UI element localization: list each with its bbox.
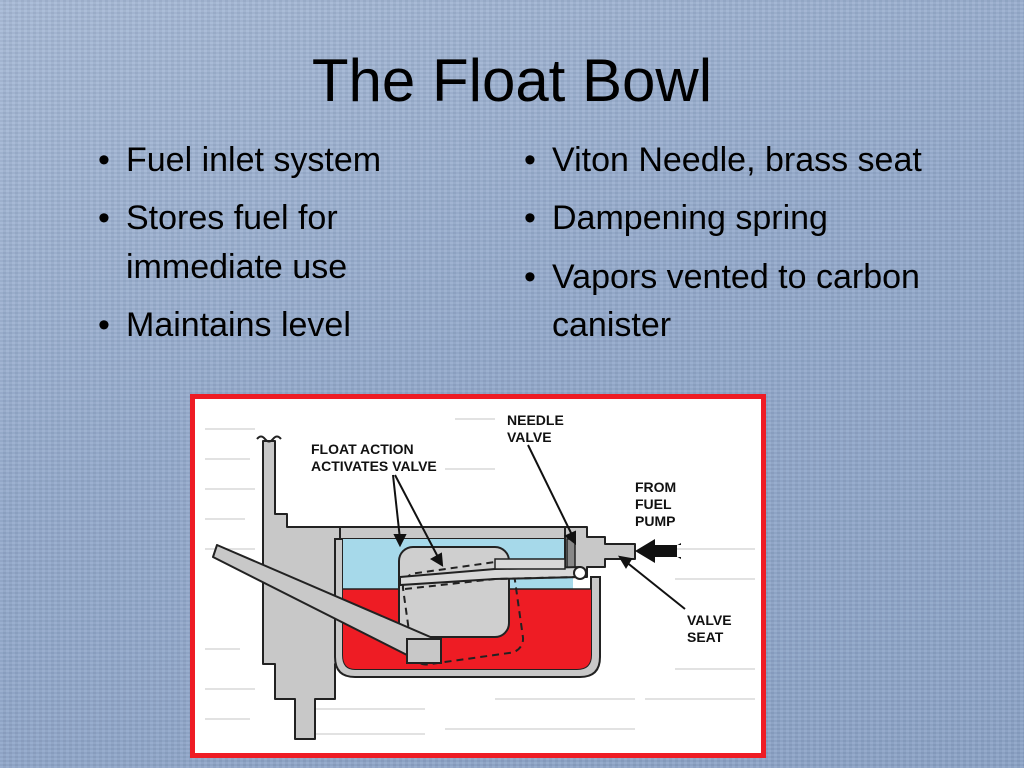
float xyxy=(398,546,510,638)
left-bullet-list: Fuel inlet system Stores fuel for immedi… xyxy=(88,136,478,359)
bullet-item: Viton Needle, brass seat xyxy=(514,136,934,185)
background-texture xyxy=(205,418,755,735)
leader-lines xyxy=(392,444,686,610)
bullet-item: Maintains level xyxy=(88,301,478,350)
bullet-item: Fuel inlet system xyxy=(88,136,478,185)
right-bullet-list: Viton Needle, brass seat Dampening sprin… xyxy=(514,136,934,359)
slide-title: The Float Bowl xyxy=(311,47,713,114)
vent-wave-mark xyxy=(256,435,282,443)
label-needle-valve: NEEDLE VALVE xyxy=(507,412,568,445)
float-arm-alternate xyxy=(404,576,576,590)
float-bowl-diagram-frame: FLOAT ACTION ACTIVATES VALVE NEEDLE VALV… xyxy=(190,394,766,758)
fuel-flow-arrow-icon xyxy=(635,539,677,563)
bullet-item: Vapors vented to carbon canister xyxy=(514,253,934,350)
label-valve-seat: VALVE SEAT xyxy=(687,612,736,645)
inlet-fitting xyxy=(564,526,636,578)
label-from-fuel-pump: FROM FUEL PUMP xyxy=(635,479,680,529)
float-pivot xyxy=(573,566,587,580)
bullet-item: Stores fuel for immediate use xyxy=(88,194,478,291)
label-float-action: FLOAT ACTION ACTIVATES VALVE xyxy=(311,441,437,474)
bullet-item: Dampening spring xyxy=(514,194,934,243)
linkage-block xyxy=(406,638,442,664)
float-alternate-position xyxy=(401,560,525,666)
float-bowl-diagram: FLOAT ACTION ACTIVATES VALVE NEEDLE VALV… xyxy=(205,412,755,740)
hinge-bracket xyxy=(494,558,566,570)
